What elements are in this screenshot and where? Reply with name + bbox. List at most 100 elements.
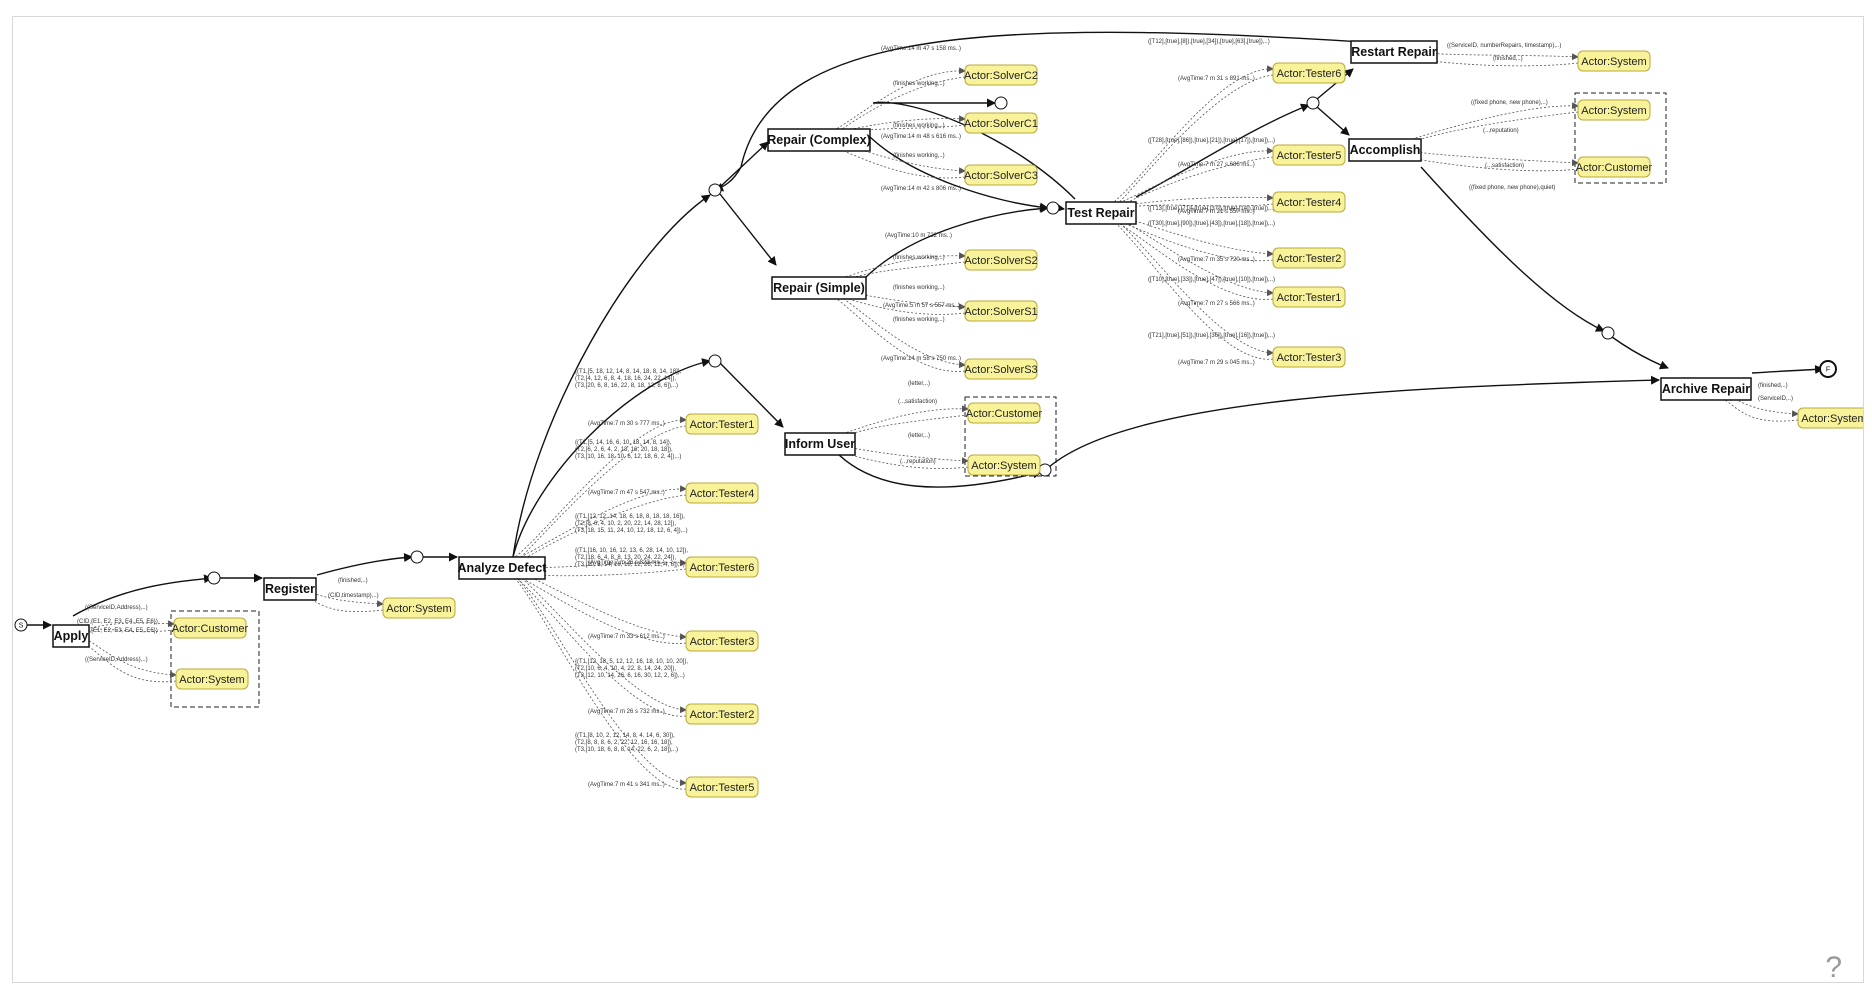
actor-label: Actor:SolverS1: [964, 306, 1037, 318]
gateway[interactable]: [1038, 463, 1052, 477]
actor-reg-system[interactable]: Actor:System: [382, 597, 456, 619]
actor-label: Actor:Tester5: [1277, 150, 1342, 162]
edge-label: (AvgTime:7 m 30 s 777 ms..): [588, 421, 665, 427]
actor-edge: [1388, 111, 1579, 154]
actor-arc-system[interactable]: Actor:System: [1797, 407, 1871, 429]
actor-inf-system[interactable]: Actor:System: [967, 454, 1041, 476]
gateway[interactable]: [708, 183, 722, 197]
edge-label: (AvgTime:5 m 57 s 557 ms..): [883, 303, 960, 309]
actor-an-t2[interactable]: Actor:Tester2: [685, 703, 759, 725]
actor-rs-s2[interactable]: Actor:SolverS2: [964, 249, 1038, 271]
edge-label: (T3,[20, 8, 14, 16, 18, 12, 26, 12, 4, 6…: [575, 562, 685, 568]
gateway[interactable]: [410, 550, 424, 564]
actor-label: Actor:Tester2: [1277, 253, 1342, 265]
activity-archive[interactable]: Archive Repair: [1660, 377, 1752, 401]
edge-label: (AvgTime:7 m 21 s 557 ms..): [1178, 209, 1255, 215]
gateway[interactable]: [994, 96, 1008, 110]
actor-apply-customer[interactable]: Actor:Customer: [172, 617, 249, 639]
gateway[interactable]: [708, 354, 722, 368]
actor-acc-system[interactable]: Actor:System: [1577, 99, 1651, 121]
edge-label: ([T13],[true],[71]),[true],[37]),[true],…: [1148, 206, 1275, 212]
actor-edge: [501, 485, 687, 566]
help-icon[interactable]: ?: [1825, 951, 1842, 984]
gateway[interactable]: [1046, 201, 1060, 215]
edge-label: {(T1,[5, 14, 16, 6, 10, 18, 14, 8, 14]),: [575, 440, 672, 446]
actor-an-t3[interactable]: Actor:Tester3: [685, 630, 759, 652]
activity-repair-simple[interactable]: Repair (Simple): [771, 276, 867, 300]
edge-label: ([T28],[true],[86]),[true],[21]),[true],…: [1148, 138, 1275, 144]
actor-rs-s3[interactable]: Actor:SolverS3: [964, 358, 1038, 380]
flow-edge: [865, 204, 1049, 278]
gateway[interactable]: [207, 571, 221, 585]
activity-restart[interactable]: Restart Repair: [1350, 40, 1438, 64]
actor-rs-s1[interactable]: Actor:SolverS1: [964, 300, 1038, 322]
flow-edge: [512, 358, 711, 558]
edge-label: (finished,..): [1493, 56, 1523, 62]
actor-label: Actor:Tester3: [690, 636, 755, 648]
actor-an-t1[interactable]: Actor:Tester1: [685, 413, 759, 435]
actor-inf-customer[interactable]: Actor:Customer: [966, 402, 1043, 424]
actor-te-t1[interactable]: Actor:Tester1: [1272, 286, 1346, 308]
activity-accomplish[interactable]: Accomplish: [1348, 138, 1422, 162]
edge-label: (CID,{E1, E2, E3, E4, E5, E6}): [77, 619, 158, 625]
edge-label: ((ServiceID,Address),..): [85, 657, 148, 663]
edge-label: (T3,[10, 16, 18, 10, 6, 12, 18, 6, 2, 4]…: [575, 454, 681, 460]
actor-rc-c1[interactable]: Actor:SolverC1: [964, 112, 1038, 134]
edge-label: ([T12],[true],[8]),[true],[34]),[true],[…: [1148, 39, 1270, 45]
actor-edge: [822, 261, 966, 292]
gateway[interactable]: [1601, 326, 1615, 340]
actor-label: Actor:SolverS2: [964, 255, 1037, 267]
activity-inform[interactable]: Inform User: [784, 432, 856, 456]
edge-label: (AvgTime:14 m 47 s 158 ms..): [881, 46, 961, 52]
end-event[interactable]: [1819, 360, 1837, 378]
actor-acc-customer[interactable]: Actor:Customer: [1576, 156, 1653, 178]
edge-label: ([T30],[true],[90]),[true],[43]),[true],…: [1148, 221, 1275, 227]
edge-label: (letter,..): [908, 381, 930, 387]
edge-label: (T3,[10, 18, 6, 8, 8, 14, 22, 6, 2, 18])…: [575, 747, 678, 753]
edge-label: (ServiceID,..): [1758, 396, 1793, 402]
actor-apply-system[interactable]: Actor:System: [175, 668, 249, 690]
actor-an-t6[interactable]: Actor:Tester6: [685, 556, 759, 578]
actor-edge: [1100, 209, 1274, 297]
activity-test[interactable]: Test Repair: [1065, 201, 1137, 225]
activity-label: Restart Repair: [1351, 45, 1437, 59]
activity-repair-complex[interactable]: Repair (Complex): [767, 128, 871, 152]
activity-analyze[interactable]: Analyze Defect: [458, 556, 548, 580]
actor-label: Actor:Tester4: [690, 488, 755, 500]
actor-rr-system[interactable]: Actor:System: [1577, 50, 1651, 72]
actor-te-t5[interactable]: Actor:Tester5: [1272, 144, 1346, 166]
edge-label: (letter,..): [908, 433, 930, 439]
gateway-label: F: [1826, 367, 1830, 374]
flow-edge: [719, 141, 769, 188]
activity-label: Inform User: [785, 437, 855, 451]
gateway[interactable]: [1306, 96, 1320, 110]
actor-label: Actor:Customer: [1576, 162, 1653, 174]
actor-label: Actor:Tester4: [1277, 197, 1342, 209]
edge-label: (CID,{E1, E2, E3, E4, E5, E6}): [77, 628, 158, 634]
flow-edge: [714, 31, 1438, 192]
actor-edge: [1384, 102, 1579, 148]
actor-edge: [505, 569, 687, 644]
actor-te-t2[interactable]: Actor:Tester2: [1272, 247, 1346, 269]
actor-rc-c2[interactable]: Actor:SolverC2: [964, 64, 1038, 86]
actor-te-t4[interactable]: Actor:Tester4: [1272, 191, 1346, 213]
edge-label: (AvgTime:7 m 26 s 823 ms..): [588, 560, 665, 566]
activity-register[interactable]: Register: [263, 577, 317, 601]
actor-edge: [70, 632, 177, 679]
edge-label: (finished,..): [1758, 383, 1788, 389]
actor-edge: [822, 289, 966, 315]
activity-apply[interactable]: Apply: [52, 624, 90, 648]
flow-edge: [1420, 166, 1605, 332]
actor-te-t6[interactable]: Actor:Tester6: [1272, 62, 1346, 84]
actor-te-t3[interactable]: Actor:Tester3: [1272, 346, 1346, 368]
actor-label: Actor:System: [1801, 413, 1863, 425]
edge-label: (AvgTime:7 m 26 s 732 ms..): [588, 709, 665, 715]
edge-label: {(T1,[12, 12, 14, 18, 6, 18, 8, 18, 18, …: [575, 514, 685, 520]
flow-edge: [719, 362, 784, 428]
actor-an-t4[interactable]: Actor:Tester4: [685, 482, 759, 504]
edge-label: (AvgTime:7 m 31 s 891 ms..): [1178, 76, 1255, 82]
actor-rc-c3[interactable]: Actor:SolverC3: [964, 164, 1038, 186]
start-event[interactable]: [14, 618, 28, 632]
actor-an-t5[interactable]: Actor:Tester5: [685, 776, 759, 798]
activity-label: Repair (Complex): [767, 133, 871, 147]
